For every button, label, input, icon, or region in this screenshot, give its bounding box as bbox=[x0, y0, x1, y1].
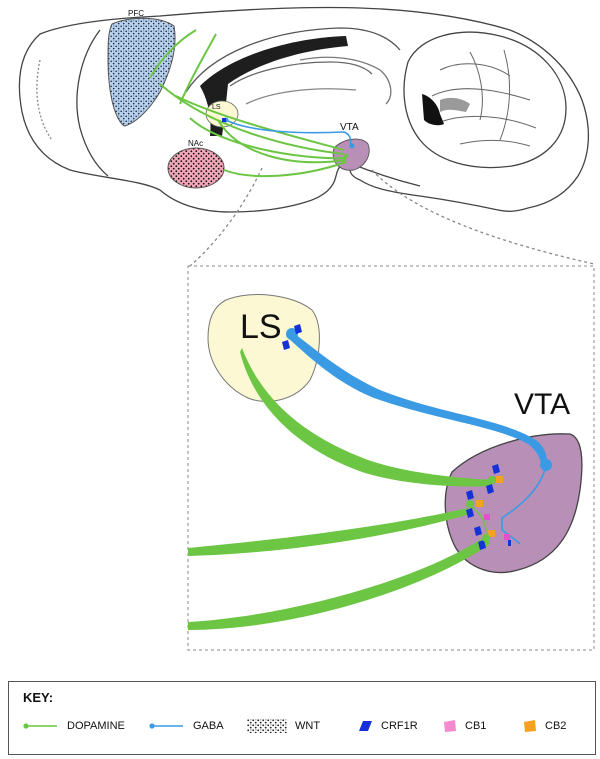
inset-frame bbox=[187, 265, 595, 651]
key-label-crf1r: CRF1R bbox=[381, 720, 418, 732]
ls-gaba-node-large bbox=[286, 328, 298, 340]
key-item-cb2: CB2 bbox=[523, 716, 566, 736]
key-label-dopamine: DOPAMINE bbox=[67, 720, 125, 732]
crf1r-marker bbox=[486, 484, 494, 494]
crf1r-marker bbox=[466, 508, 474, 518]
key-item-cb1: CB1 bbox=[443, 716, 486, 736]
key-item-crf1r: CRF1R bbox=[357, 716, 418, 736]
cb2-marker-icon bbox=[524, 720, 536, 732]
key-item-wnt: WNT bbox=[247, 716, 320, 736]
ls-label-large: LS bbox=[240, 308, 282, 346]
dopamine-projections-large bbox=[188, 348, 492, 630]
key-item-gaba: GABA bbox=[149, 716, 224, 736]
vta-gaba-node-small bbox=[349, 143, 355, 149]
nac-label: NAc bbox=[188, 139, 203, 148]
vta-label-small: VTA bbox=[340, 122, 359, 133]
crf1r-marker-small bbox=[222, 118, 226, 122]
key-label-gaba: GABA bbox=[193, 720, 224, 732]
ls-region-large bbox=[207, 294, 320, 402]
dopamine-terminal bbox=[482, 534, 490, 542]
cb2-marker bbox=[496, 476, 503, 483]
crf1r-marker bbox=[492, 464, 500, 474]
dopamine-projections-small bbox=[149, 29, 347, 178]
ls-label-small: LS bbox=[212, 104, 221, 111]
cb1-marker bbox=[504, 534, 510, 540]
crf1r-marker-icon bbox=[359, 721, 372, 731]
gaba-projection-small bbox=[225, 119, 352, 147]
crf1r-marker bbox=[466, 490, 474, 500]
pfc-region bbox=[107, 17, 176, 127]
key-label-cb2: CB2 bbox=[545, 720, 567, 732]
cb1-marker-icon bbox=[444, 720, 456, 732]
key-label-cb1: CB1 bbox=[465, 720, 487, 732]
key-label-wnt: WNT bbox=[295, 720, 321, 732]
vta-label-large: VTA bbox=[514, 388, 570, 421]
gaba-line-icon bbox=[149, 723, 183, 729]
crf1r-marker bbox=[478, 540, 486, 550]
brain-outline bbox=[18, 6, 595, 267]
cb2-marker bbox=[476, 500, 483, 507]
key-title: KEY: bbox=[23, 690, 54, 705]
vta-receptor-markers bbox=[466, 464, 511, 550]
cb1-marker bbox=[484, 514, 490, 520]
cb2-marker bbox=[488, 530, 495, 537]
wnt-pattern-icon bbox=[247, 719, 287, 733]
crf1r-marker bbox=[282, 340, 290, 350]
dopamine-line-icon bbox=[23, 723, 57, 729]
vta-internal-branches bbox=[469, 505, 487, 533]
vta-dopamine-node-small bbox=[344, 154, 348, 158]
key-item-dopamine: DOPAMINE bbox=[23, 716, 125, 736]
pfc-label: PFC bbox=[128, 9, 144, 18]
key-legend: KEY: DOPAMINE GABA WNT CRF1R CB1 bbox=[8, 681, 596, 755]
dopamine-terminal bbox=[488, 476, 496, 484]
gaba-vta-branch bbox=[501, 465, 547, 545]
crf1r-marker bbox=[508, 540, 511, 546]
ls-receptor-markers bbox=[282, 324, 302, 350]
nac-region bbox=[167, 147, 225, 189]
dopamine-terminal bbox=[466, 500, 474, 508]
crf1r-marker bbox=[294, 324, 302, 334]
vta-gaba-node-large bbox=[540, 459, 552, 471]
crf1r-marker bbox=[474, 526, 482, 536]
